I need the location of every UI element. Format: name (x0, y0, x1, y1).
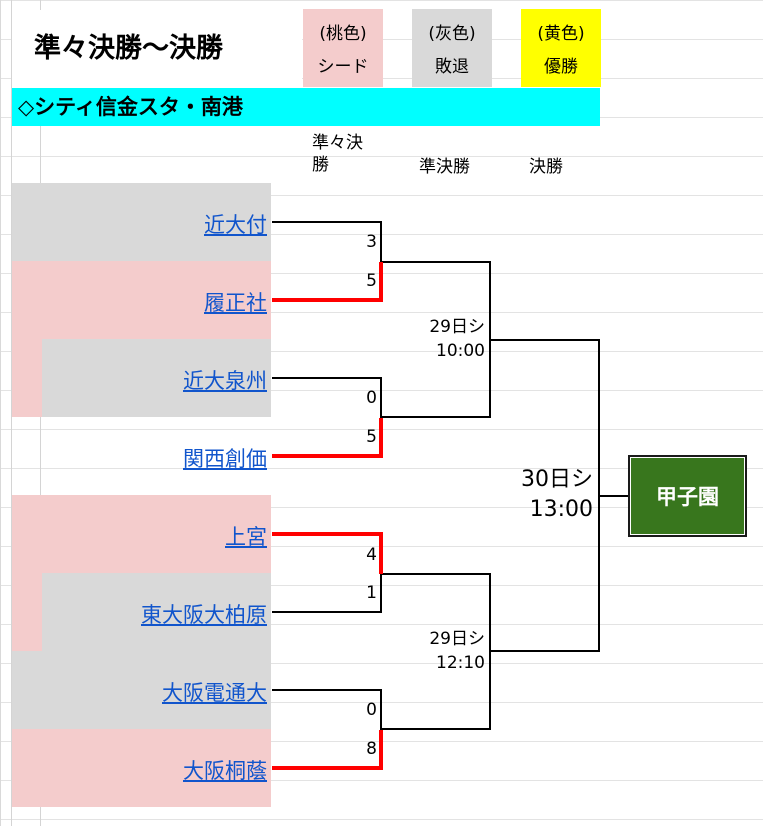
semifinal-date: 29日シ (429, 629, 485, 649)
score: 3 (366, 232, 377, 252)
bracket-line-loser (272, 689, 382, 730)
venue-banner: ◇シティ信金スタ・南港 (12, 88, 600, 126)
legend-seed-color: (桃色) (319, 24, 367, 44)
team-row-bg (12, 729, 271, 807)
champion-box: 甲子園 (628, 455, 747, 537)
team-row-bg (42, 573, 271, 651)
team-row-bg (12, 495, 271, 573)
legend-eliminated-label: 敗退 (435, 57, 469, 77)
bracket-line-loser (272, 574, 382, 613)
final-date: 30日シ (521, 467, 593, 492)
bracket-line-winner (272, 532, 383, 574)
column-header-qf-line2: 勝 (312, 155, 329, 175)
semifinal-hour: 12:10 (436, 653, 485, 673)
score: 0 (366, 700, 377, 720)
bracket-line-loser (272, 221, 382, 262)
bracket-line-winner (272, 262, 383, 302)
final-hour: 13:00 (529, 497, 593, 522)
team-row-bg (12, 339, 42, 417)
semifinal-time: 29日シ 10:00 (410, 315, 485, 363)
legend-champion-label: 優勝 (544, 57, 578, 77)
column-header-sf: 準決勝 (419, 157, 470, 177)
legend-champion: (黄色) 優勝 (521, 9, 601, 87)
score: 5 (366, 271, 377, 291)
team-link[interactable]: 上宮 (225, 525, 267, 549)
team-link[interactable]: 大阪電通大 (162, 681, 267, 705)
column-header-qf-line1: 準々決 (312, 133, 363, 153)
column-header-final: 決勝 (529, 157, 563, 177)
score: 8 (366, 739, 377, 759)
column-divider (11, 0, 12, 826)
score: 0 (366, 388, 377, 408)
team-row-bg (12, 573, 42, 651)
score: 4 (366, 545, 377, 565)
team-link[interactable]: 近大泉州 (183, 369, 267, 393)
legend-seed-label: シード (317, 57, 369, 77)
final-time: 30日シ 13:00 (505, 465, 593, 525)
team-link[interactable]: 東大阪大柏原 (141, 603, 267, 627)
legend-champion-color: (黄色) (537, 24, 585, 44)
team-row-bg (42, 339, 271, 417)
team-row-bg (12, 183, 271, 261)
legend-eliminated: (灰色) 敗退 (412, 9, 492, 87)
column-header-qf: 準々決 勝 (312, 132, 363, 176)
bracket-line-loser (272, 377, 382, 418)
page-title: 準々決勝～決勝 (12, 10, 302, 88)
team-link[interactable]: 大阪桐蔭 (183, 759, 267, 783)
team-row-bg (12, 261, 271, 339)
score: 1 (366, 583, 377, 603)
legend-eliminated-color: (灰色) (428, 24, 476, 44)
team-row-bg (12, 651, 271, 729)
semifinal-date: 29日シ (429, 317, 485, 337)
bracket-line-winner (272, 730, 383, 770)
bracket-line-winner (272, 418, 383, 458)
semifinal-hour: 10:00 (436, 341, 485, 361)
semifinal-time: 29日シ 12:10 (410, 627, 485, 675)
legend-seed: (桃色) シード (303, 9, 383, 87)
team-link[interactable]: 関西創価 (183, 447, 267, 471)
team-link[interactable]: 履正社 (204, 291, 267, 315)
team-link[interactable]: 近大付 (204, 213, 267, 237)
score: 5 (366, 427, 377, 447)
